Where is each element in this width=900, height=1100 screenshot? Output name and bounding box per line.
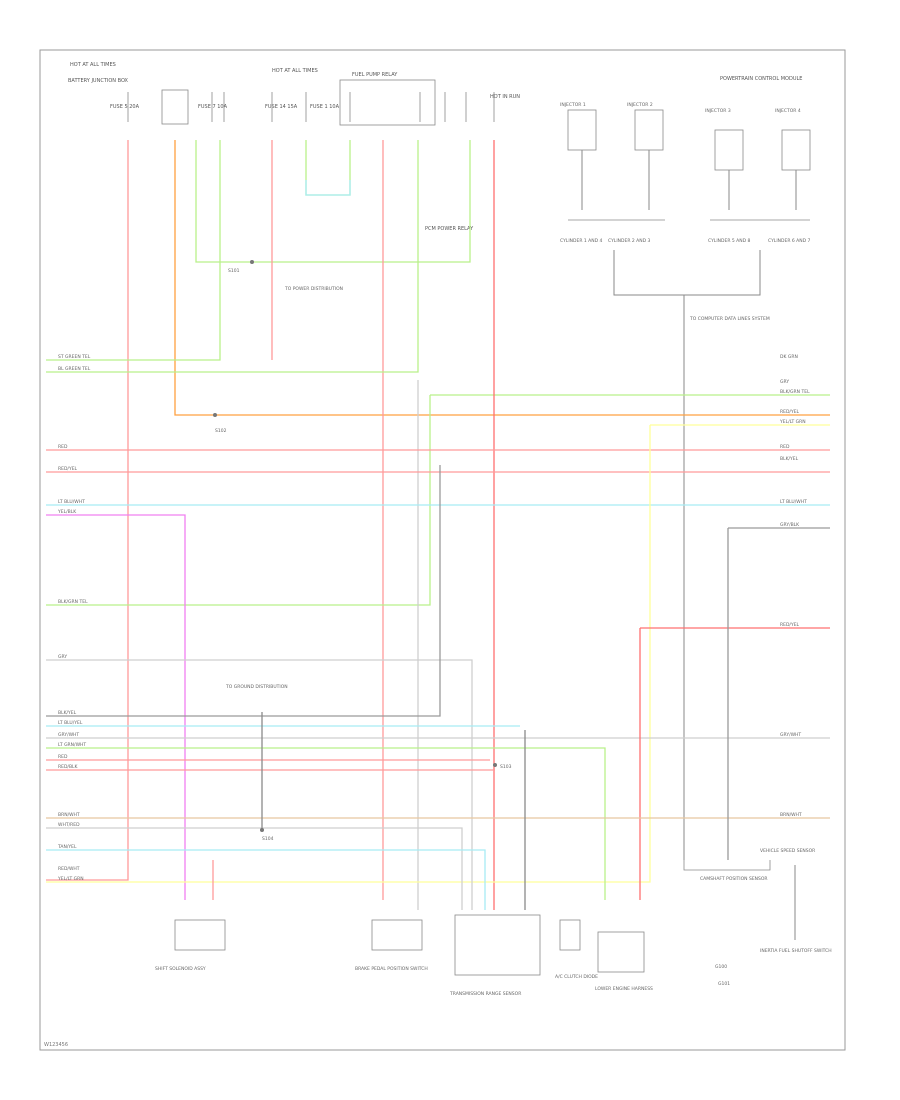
top-left-components: HOT AT ALL TIMES BATTERY JUNCTION BOX FU… bbox=[68, 62, 520, 232]
right-wire-label: GRY bbox=[780, 379, 789, 385]
splice-s101 bbox=[250, 260, 254, 264]
label-connect-2: TO POWER DISTRIBUTION bbox=[284, 286, 343, 292]
splice-s103 bbox=[493, 763, 497, 767]
vertical-wires bbox=[46, 140, 830, 910]
label-bottom-1: SHIFT SOLENOID ASSY bbox=[155, 966, 206, 972]
injector-group: POWERTRAIN CONTROL MODULE INJECTOR 1 INJ… bbox=[560, 76, 811, 860]
left-wire-label: LT BLU/WHT bbox=[58, 499, 85, 505]
left-wire-label: RED/WHT bbox=[58, 866, 80, 872]
bottom-components: SHIFT SOLENOID ASSY BRAKE PEDAL POSITION… bbox=[155, 848, 832, 997]
left-wire-label: GRY bbox=[58, 654, 67, 660]
label-g100: G100 bbox=[715, 964, 727, 970]
left-wire-label: BLK/GRN TEL bbox=[58, 599, 88, 605]
label-bottom-5: LOWER ENGINE HARNESS bbox=[595, 986, 653, 992]
left-wire-label: TAN/YEL bbox=[57, 844, 77, 850]
splice-s104 bbox=[260, 828, 264, 832]
diode-body bbox=[559, 919, 581, 951]
left-wire-label: RED/BLK bbox=[58, 764, 79, 770]
right-wire-label: BLK/GRN TEL bbox=[780, 389, 810, 395]
left-wire-label: LT GRN/WHT bbox=[58, 742, 86, 748]
label-fuse-a: FUSE 5 20A bbox=[110, 104, 140, 110]
label-injector-4: INJECTOR 4 bbox=[775, 108, 801, 114]
left-wire-label: GRY/WHT bbox=[58, 732, 79, 738]
label-injector-1: INJECTOR 1 bbox=[560, 102, 586, 108]
left-wire-label: RED bbox=[58, 444, 68, 450]
label-fuse-b: FUSE 7 10A bbox=[198, 104, 228, 110]
label-right-component: INERTIA FUEL SHUTOFF SWITCH bbox=[760, 948, 832, 954]
right-connector-bracket bbox=[683, 860, 771, 871]
relay-box-top bbox=[339, 79, 436, 126]
label-bottom-4: A/C CLUTCH DIODE bbox=[555, 974, 598, 980]
right-wire-label: BRN/WHT bbox=[780, 812, 802, 818]
splice-s102 bbox=[213, 413, 217, 417]
left-wire-label: BRN/WHT bbox=[58, 812, 80, 818]
lower-harness-body bbox=[597, 931, 645, 973]
right-wire-label: RED bbox=[780, 444, 790, 450]
label-fuse-left-title: BATTERY JUNCTION BOX bbox=[68, 78, 129, 84]
label-bottom-2: BRAKE PEDAL POSITION SWITCH bbox=[355, 966, 428, 972]
label-pcm-title: POWERTRAIN CONTROL MODULE bbox=[720, 76, 802, 82]
label-fuse-d: FUSE 1 10A bbox=[310, 104, 340, 110]
left-wire-label: YEL/LT GRN bbox=[57, 876, 84, 882]
splice-notes: S101 TO POWER DISTRIBUTION S102 TO GROUN… bbox=[213, 260, 512, 842]
right-wire-label: YEL/LT GRN bbox=[779, 419, 806, 425]
label-s101: S101 bbox=[228, 268, 240, 274]
left-wire-label: WHT/RED bbox=[58, 822, 80, 828]
left-wire-label: RED/YEL bbox=[58, 466, 78, 472]
right-grid-labels: DK GRN GRY BLK/GRN TEL RED/YEL YEL/LT GRN RED… bbox=[779, 354, 810, 818]
right-wire-label: DK GRN bbox=[780, 354, 798, 360]
relay-box-left bbox=[161, 89, 189, 125]
injector-2-body bbox=[634, 109, 664, 151]
horizontal-wires bbox=[46, 424, 830, 910]
label-bottom-7: VEHICLE SPEED SENSOR bbox=[760, 848, 815, 854]
shift-solenoid-body bbox=[174, 919, 226, 951]
brake-switch-body bbox=[371, 919, 423, 951]
label-connect-1: TO COMPUTER DATA LINES SYSTEM bbox=[689, 316, 770, 322]
label-inj-group-3: CYLINDER 5 AND 8 bbox=[708, 238, 751, 244]
label-relay-note: PCM POWER RELAY bbox=[425, 226, 474, 232]
right-wire-label: GRY/WHT bbox=[780, 732, 801, 738]
label-fuse-c: FUSE 14 15A bbox=[265, 104, 298, 110]
label-inj-group-2: CYLINDER 2 AND 3 bbox=[608, 238, 651, 244]
left-wire-label: YEL/BLK bbox=[57, 509, 77, 515]
right-wire-label: GRY/BLK bbox=[780, 522, 800, 528]
label-injector-3: INJECTOR 3 bbox=[705, 108, 731, 114]
injector-1-body bbox=[567, 109, 597, 151]
fuse-ticks bbox=[127, 92, 495, 122]
left-wire-label: ST GREEN TEL bbox=[58, 354, 91, 360]
figure-id: W123456 bbox=[44, 1042, 68, 1048]
diagram-frame bbox=[39, 49, 846, 1051]
left-wire-label: BLK/YEL bbox=[58, 710, 77, 716]
label-injector-2: INJECTOR 2 bbox=[627, 102, 653, 108]
label-hot-in-run: HOT IN RUN bbox=[490, 94, 520, 100]
right-wire-label: BLK/YEL bbox=[780, 456, 799, 462]
label-connect-3: TO GROUND DISTRIBUTION bbox=[225, 684, 288, 690]
label-inj-group-4: CYLINDER 6 AND 7 bbox=[768, 238, 811, 244]
right-wire-label: RED/YEL bbox=[780, 622, 800, 628]
label-g101: G101 bbox=[718, 981, 730, 987]
label-inj-group-1: CYLINDER 1 AND 4 bbox=[560, 238, 603, 244]
left-grid-labels: ST GREEN TEL BL GREEN TEL RED RED/YEL LT BLU… bbox=[57, 354, 91, 882]
left-wire-label: LT BLU/YEL bbox=[58, 720, 83, 726]
label-bottom-6: CAMSHAFT POSITION SENSOR bbox=[700, 876, 768, 882]
right-wire-label: RED/YEL bbox=[780, 409, 800, 415]
left-wire-label: BL GREEN TEL bbox=[58, 366, 91, 372]
injector-4-body bbox=[781, 129, 811, 171]
label-relay-top: FUEL PUMP RELAY bbox=[352, 72, 398, 78]
label-hot-at-all-times-1: HOT AT ALL TIMES bbox=[70, 62, 116, 68]
injector-3-body bbox=[714, 129, 744, 171]
right-wire-label: LT BLU/WHT bbox=[780, 499, 807, 505]
label-bottom-3: TRANSMISSION RANGE SENSOR bbox=[449, 991, 521, 997]
label-s102: S102 bbox=[215, 428, 227, 434]
label-hot-at-all-times-2: HOT AT ALL TIMES bbox=[272, 68, 318, 74]
label-s103: S103 bbox=[500, 764, 512, 770]
label-s104: S104 bbox=[262, 836, 274, 842]
trs-body bbox=[454, 914, 541, 976]
left-wire-label: RED bbox=[58, 754, 68, 760]
